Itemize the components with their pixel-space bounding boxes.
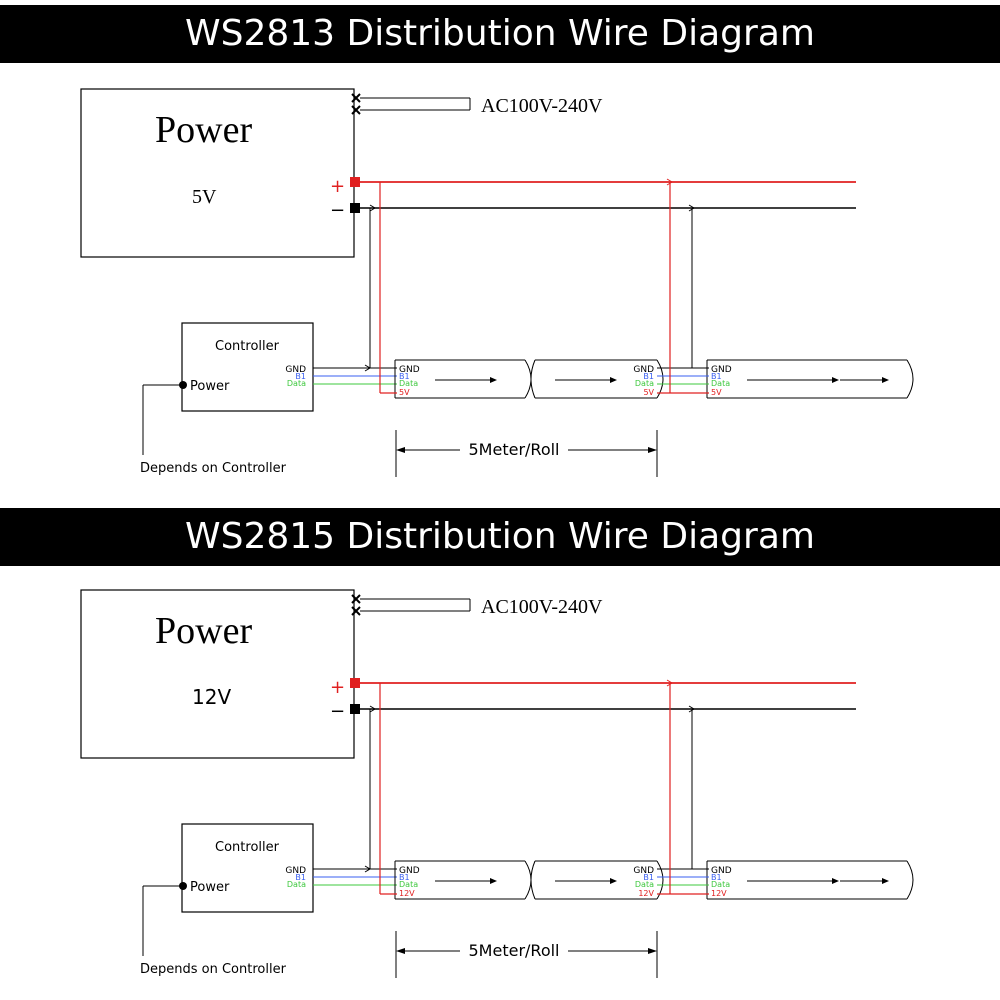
controller-power-label: Power <box>190 379 230 394</box>
diagram-title-ws2813: WS2813 Distribution Wire Diagram <box>0 5 1000 63</box>
led-strip-segment <box>394 860 532 900</box>
ac-terminal-icon <box>351 105 361 115</box>
strip-pin-label: 12V <box>399 889 415 898</box>
dimension-arrow-icon <box>396 948 405 954</box>
strip-pin-label: GND <box>633 365 654 375</box>
strip-pin-label: Data <box>399 379 418 388</box>
plus-sign: + <box>330 677 345 698</box>
direction-arrow-icon <box>610 878 617 884</box>
ac-input-label: AC100V-240V <box>481 95 603 117</box>
strip-pin-label: 12V <box>638 889 654 898</box>
controller-box <box>181 322 314 412</box>
strip-pin-label: GND <box>711 866 732 876</box>
arrow-head-icon <box>369 204 376 212</box>
strip-pin-label: 12V <box>711 889 727 898</box>
arrow-head-icon <box>666 679 673 687</box>
strip-pin-label: B1 <box>643 873 654 882</box>
wiring-diagram: Power5VAC100V-240V+−ControllerPowerDepen… <box>80 88 914 477</box>
power-supply-label: Power <box>155 109 252 151</box>
strip-pin-label: B1 <box>643 372 654 381</box>
strip-cut-edge <box>906 359 914 399</box>
direction-arrow-icon <box>832 377 839 383</box>
roll-length-label: 5Meter/Roll <box>469 440 560 459</box>
controller-pin-label: Data <box>287 880 306 889</box>
arrow-head-icon <box>364 364 371 372</box>
strip-pin-label: GND <box>399 365 420 375</box>
strip-cut-edge <box>524 860 532 900</box>
power-supply-box <box>80 88 355 258</box>
controller-pin-label: Data <box>287 379 306 388</box>
arrow-head-icon <box>666 178 673 186</box>
led-strip-segment <box>706 359 914 399</box>
minus-sign: − <box>330 701 345 722</box>
strip-pin-label: GND <box>633 866 654 876</box>
direction-arrow-icon <box>882 377 889 383</box>
dimension-arrow-icon <box>648 948 657 954</box>
positive-terminal <box>350 678 360 688</box>
ac-terminal-icon <box>351 93 361 103</box>
strip-cut-edge <box>530 359 536 399</box>
arrow-head-icon <box>688 204 695 212</box>
ac-input-label: AC100V-240V <box>481 596 603 618</box>
strip-pin-label: GND <box>399 866 420 876</box>
direction-arrow-icon <box>610 377 617 383</box>
strip-pin-label: B1 <box>711 873 722 882</box>
controller-label: Controller <box>215 339 280 354</box>
dimension-arrow-icon <box>648 447 657 453</box>
plus-sign: + <box>330 176 345 197</box>
strip-cut-edge <box>524 359 532 399</box>
wiring-diagram: Power12VAC100V-240V+−ControllerPowerDepe… <box>80 589 914 978</box>
arrow-head-icon <box>364 865 371 873</box>
direction-arrow-icon <box>490 377 497 383</box>
strip-pin-label: GND <box>711 365 732 375</box>
strip-pin-label: Data <box>711 379 730 388</box>
positive-terminal <box>350 177 360 187</box>
strip-pin-label: Data <box>635 379 654 388</box>
led-strip-segment <box>530 860 664 900</box>
controller-pin-label: B1 <box>295 372 306 381</box>
strip-pin-label: B1 <box>399 372 410 381</box>
diagram-title-ws2815: WS2815 Distribution Wire Diagram <box>0 508 1000 566</box>
arrow-head-icon <box>688 705 695 713</box>
strip-pin-label: 5V <box>711 388 722 397</box>
controller-label: Controller <box>215 840 280 855</box>
direction-arrow-icon <box>490 878 497 884</box>
strip-cut-edge <box>906 860 914 900</box>
dimension-arrow-icon <box>396 447 405 453</box>
negative-terminal <box>350 704 360 714</box>
power-supply-box <box>80 589 355 759</box>
strip-cut-edge <box>530 860 536 900</box>
arrow-head-icon <box>369 705 376 713</box>
controller-power-label: Power <box>190 880 230 895</box>
controller-box <box>181 823 314 913</box>
strip-pin-label: Data <box>711 880 730 889</box>
strip-pin-label: B1 <box>711 372 722 381</box>
depends-on-controller-label: Depends on Controller <box>140 962 287 977</box>
negative-terminal <box>350 203 360 213</box>
strip-cut-edge <box>656 359 664 399</box>
power-supply-label: Power <box>155 610 252 652</box>
ac-terminal-icon <box>351 606 361 616</box>
ac-terminal-icon <box>351 594 361 604</box>
strip-pin-label: Data <box>635 880 654 889</box>
strip-pin-label: Data <box>399 880 418 889</box>
led-strip-segment <box>706 860 914 900</box>
direction-arrow-icon <box>832 878 839 884</box>
minus-sign: − <box>330 200 345 221</box>
strip-pin-label: 5V <box>643 388 654 397</box>
led-strip-segment <box>530 359 664 399</box>
strip-cut-edge <box>656 860 664 900</box>
power-voltage-label: 12V <box>192 685 231 709</box>
controller-pin-label: GND <box>285 365 306 375</box>
roll-length-label: 5Meter/Roll <box>469 941 560 960</box>
power-voltage-label: 5V <box>192 186 217 208</box>
depends-on-controller-label: Depends on Controller <box>140 461 287 476</box>
strip-pin-label: 5V <box>399 388 410 397</box>
direction-arrow-icon <box>882 878 889 884</box>
controller-pin-label: GND <box>285 866 306 876</box>
strip-pin-label: B1 <box>399 873 410 882</box>
controller-pin-label: B1 <box>295 873 306 882</box>
